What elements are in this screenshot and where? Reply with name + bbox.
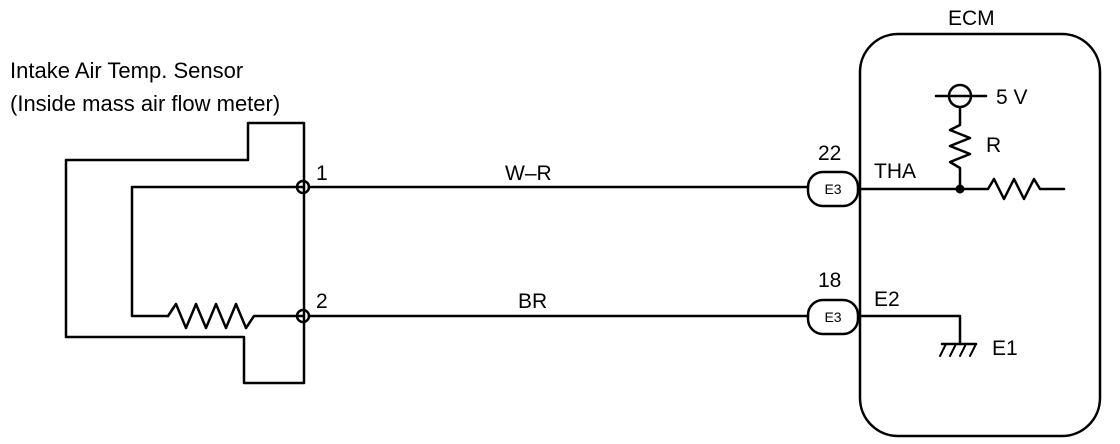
sensor-title-line1: Intake Air Temp. Sensor (10, 58, 243, 83)
tha-terminal-label: THA (874, 160, 916, 183)
input-resistor-symbol (958, 177, 1066, 201)
thermistor-symbol (166, 302, 305, 330)
terminal-2-label: 2 (316, 290, 328, 313)
resistor-r-label: R (986, 134, 1001, 157)
e2-terminal-label: E2 (874, 288, 900, 311)
ecm-e2-line (858, 314, 962, 346)
ecm-title: ECM (948, 7, 995, 30)
pin-18-label: 18 (818, 269, 841, 292)
connector-e3-upper (806, 170, 860, 208)
e1-ground-label: E1 (992, 337, 1018, 360)
ground-hatch (939, 343, 977, 357)
connector-code-lower: E3 (824, 309, 841, 325)
pin-22-label: 22 (818, 142, 841, 165)
connector-e3-lower (806, 298, 860, 336)
connector-code-upper: E3 (824, 181, 841, 197)
terminal-1-label: 1 (316, 162, 328, 185)
supply-voltage-label: 5 V (996, 86, 1028, 109)
wire-color-lower: BR (518, 290, 547, 313)
sensor-internal-wire (130, 185, 305, 318)
sensor-title-line2: (Inside mass air flow meter) (10, 91, 280, 116)
ecm-box (858, 32, 1102, 438)
pullup-resistor-symbol (948, 106, 972, 191)
sensor-housing (64, 121, 306, 385)
wire-color-upper: W–R (505, 162, 552, 185)
